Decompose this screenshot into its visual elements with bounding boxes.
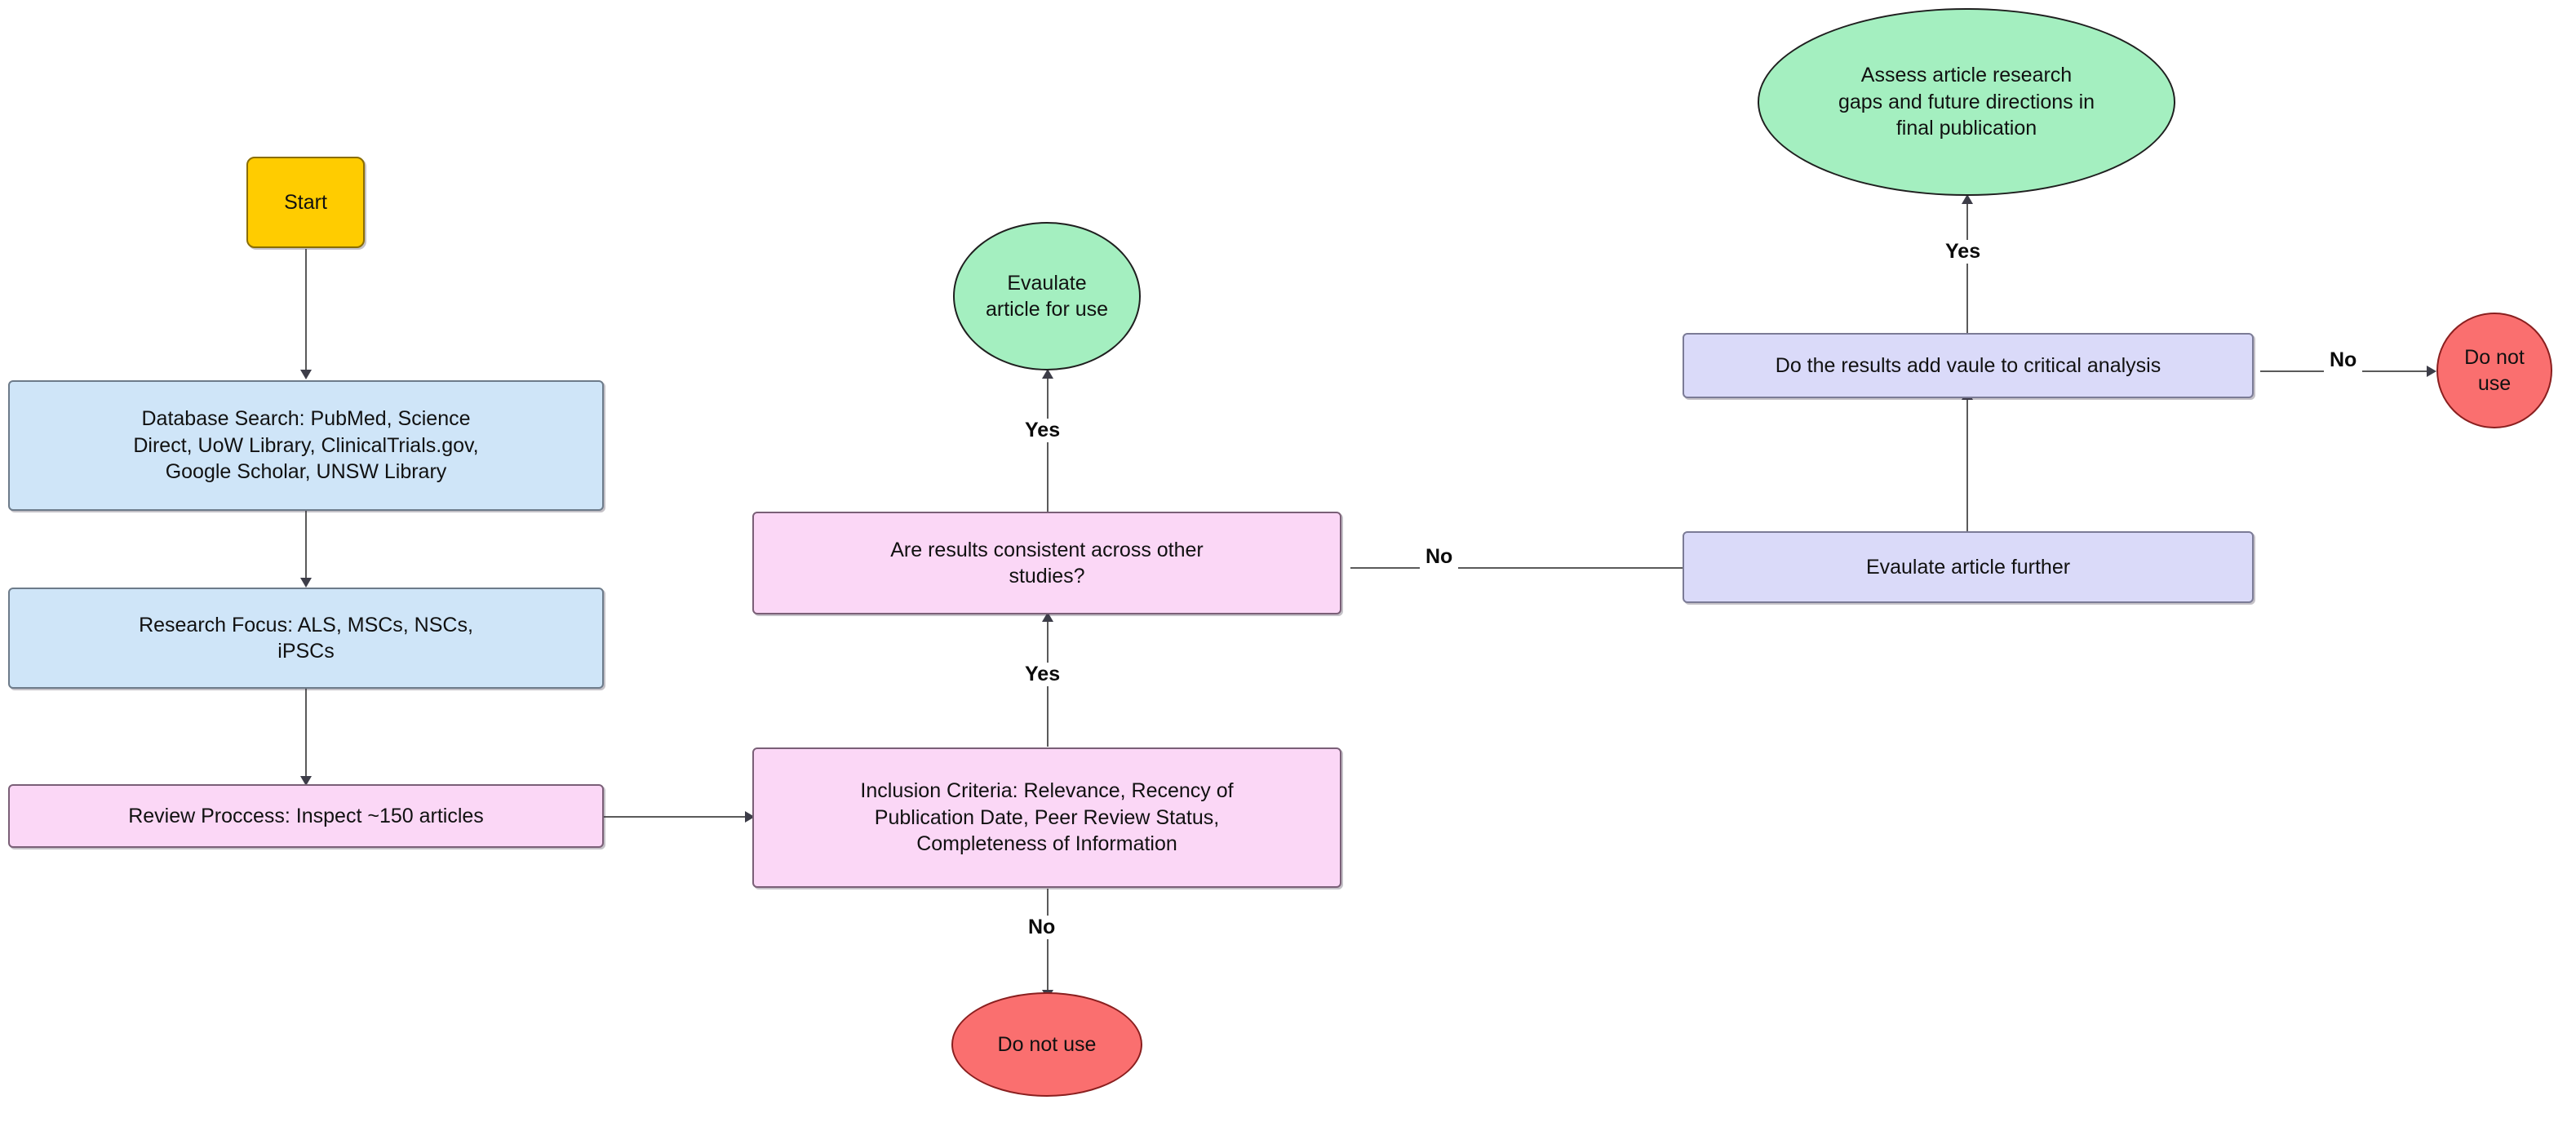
node-review-process-label: Review Proccess: Inspect ~150 articles <box>128 804 484 827</box>
node-start-label: Start <box>284 190 327 214</box>
node-consistency-question[interactable]: Are results consistent across other stud… <box>752 512 1341 614</box>
edge-review-process-to-inclusion <box>604 816 751 818</box>
edge-start-to-database-search <box>305 249 307 371</box>
node-assess-research-gaps-label: Assess article research gaps and future … <box>1838 64 2095 140</box>
node-evaluate-article-for-use[interactable]: Evaulate article for use <box>953 222 1141 370</box>
node-add-value-question[interactable]: Do the results add vaule to critical ana… <box>1683 333 2254 398</box>
arrowhead-evaluate-use <box>1042 369 1053 379</box>
node-do-not-use-bottom-label: Do not use <box>997 1032 1097 1056</box>
node-inclusion-criteria[interactable]: Inclusion Criteria: Relevance, Recency o… <box>752 747 1341 888</box>
edge-label-inclusion-yes: Yes <box>1019 663 1066 686</box>
arrowhead-assess-gaps <box>1962 194 1973 204</box>
arrowhead-do-not-use-2 <box>2427 366 2436 377</box>
edge-consistency-to-evaluate-use <box>1047 375 1049 514</box>
node-do-not-use-bottom[interactable]: Do not use <box>951 992 1142 1097</box>
arrowhead-consistency <box>1042 612 1053 622</box>
edge-label-consistency-no: No <box>1420 545 1459 569</box>
node-review-process[interactable]: Review Proccess: Inspect ~150 articles <box>8 784 604 848</box>
node-consistency-question-label: Are results consistent across other stud… <box>890 538 1204 588</box>
edge-inclusion-to-do-not-use <box>1047 889 1049 992</box>
edge-label-inclusion-no: No <box>1022 916 1062 939</box>
node-research-focus[interactable]: Research Focus: ALS, MSCs, NSCs, iPSCs <box>8 588 604 689</box>
edge-label-add-value-no: No <box>2324 348 2363 372</box>
node-inclusion-criteria-label: Inclusion Criteria: Relevance, Recency o… <box>860 779 1234 856</box>
node-evaluate-article-further[interactable]: Evaulate article further <box>1683 531 2254 603</box>
node-database-search-label: Database Search: PubMed, Science Direct,… <box>133 407 479 484</box>
arrowhead-database-search <box>300 370 312 379</box>
node-evaluate-article-for-use-label: Evaulate article for use <box>985 271 1109 322</box>
edge-consistency-to-evaluate-further <box>1350 567 1689 569</box>
edge-label-add-value-yes: Yes <box>1940 240 1987 264</box>
node-assess-research-gaps[interactable]: Assess article research gaps and future … <box>1758 8 2175 196</box>
node-database-search[interactable]: Database Search: PubMed, Science Direct,… <box>8 380 604 511</box>
node-start[interactable]: Start <box>246 157 365 248</box>
node-research-focus-label: Research Focus: ALS, MSCs, NSCs, iPSCs <box>139 613 473 663</box>
edge-add-value-to-assess-gaps <box>1966 200 1968 333</box>
arrowhead-research-focus <box>300 578 312 588</box>
node-do-not-use-right[interactable]: Do not use <box>2436 313 2552 428</box>
node-add-value-question-label: Do the results add vaule to critical ana… <box>1775 353 2161 377</box>
node-do-not-use-right-label: Do not use <box>2464 345 2525 396</box>
edge-label-consistency-yes: Yes <box>1019 419 1066 442</box>
node-evaluate-article-further-label: Evaulate article further <box>1865 555 2071 579</box>
edge-evaluate-further-to-add-value <box>1966 395 1968 535</box>
arrowhead-review-process <box>300 776 312 786</box>
edge-database-search-to-research-focus <box>305 510 307 579</box>
edge-research-focus-to-review-process <box>305 688 307 778</box>
